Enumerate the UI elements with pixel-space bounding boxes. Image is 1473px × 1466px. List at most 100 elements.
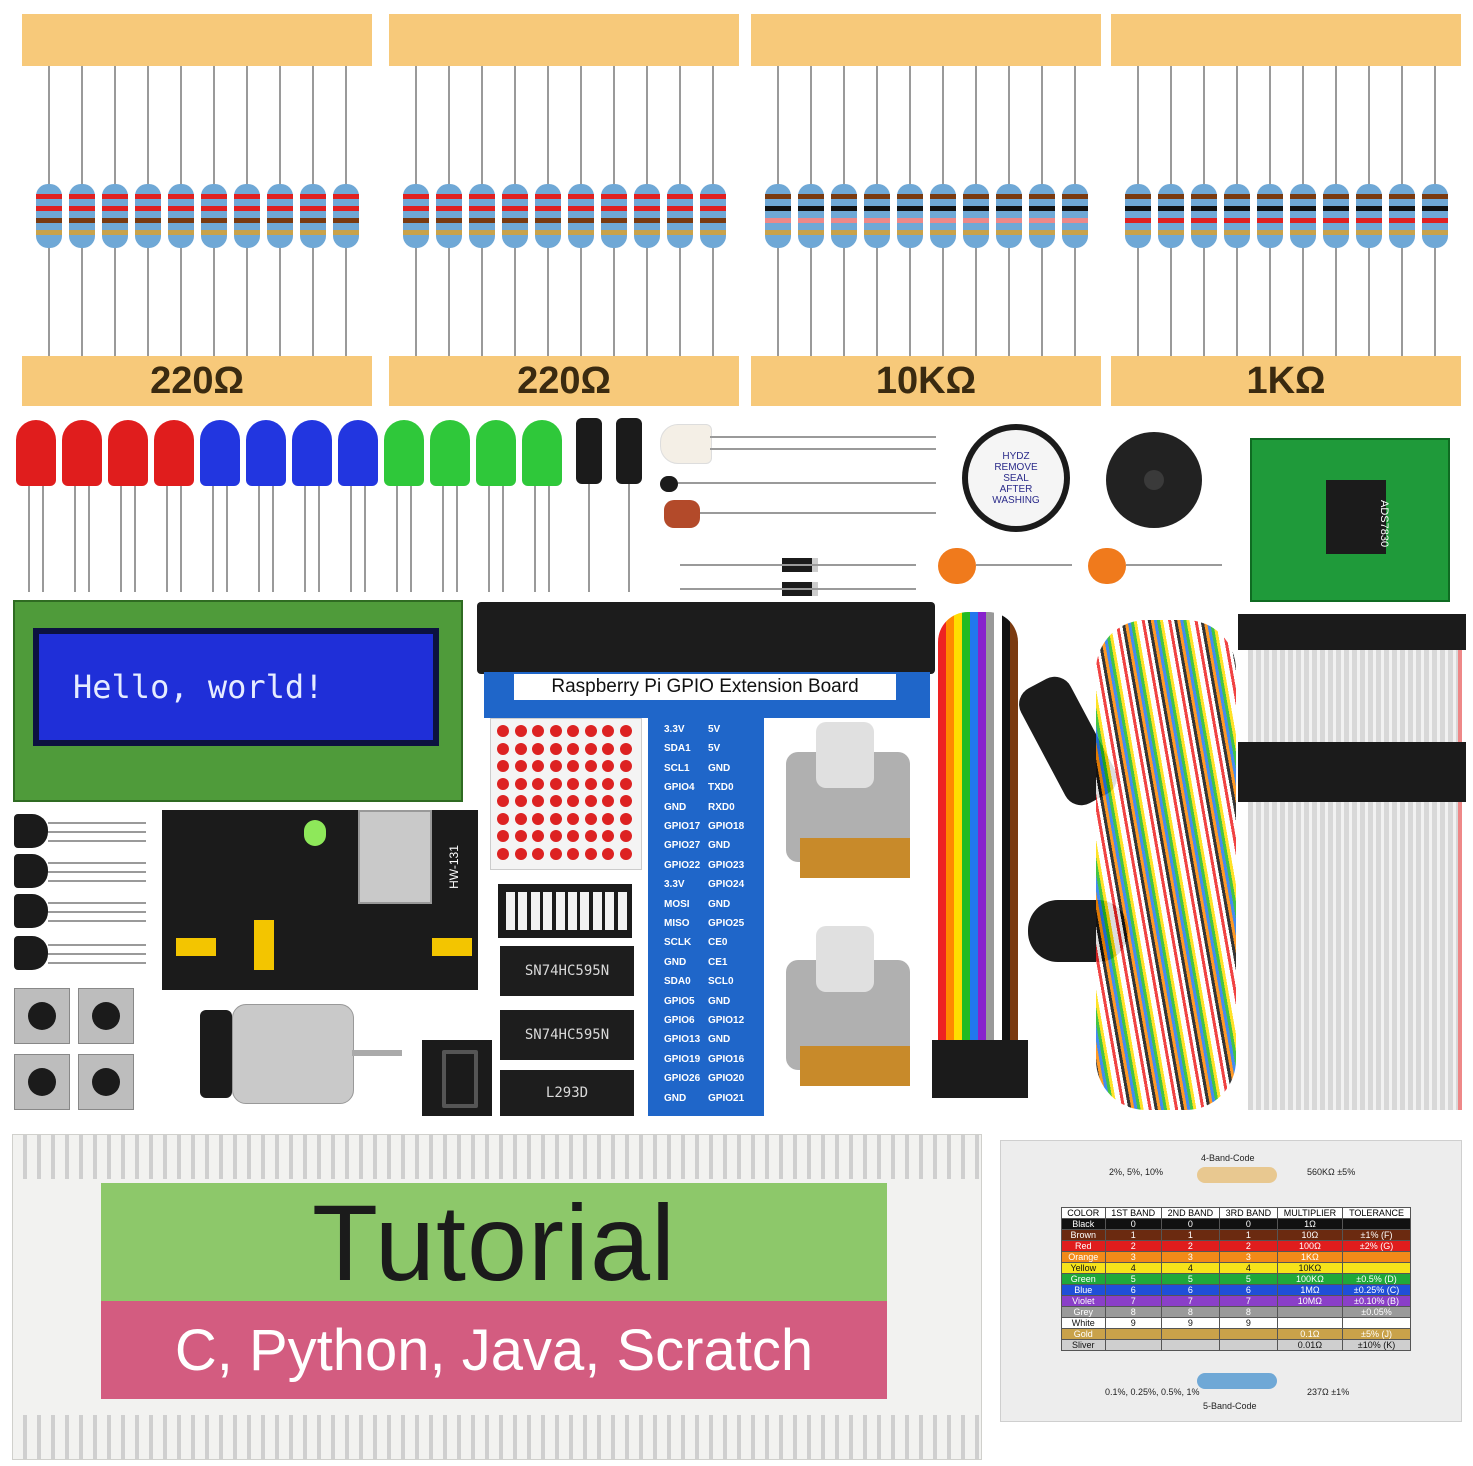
buzzer-seal-text: HYDZ REMOVE SEAL AFTER WASHING xyxy=(992,450,1040,506)
resistor-band xyxy=(535,206,561,211)
resistor-band xyxy=(897,230,923,235)
power-module-label: HW-131 xyxy=(446,845,461,889)
resistor-band xyxy=(102,230,128,235)
table-cell: ±0.5% (D) xyxy=(1342,1273,1411,1285)
matrix-dot xyxy=(619,760,632,772)
resistor-band xyxy=(897,218,923,223)
resistor-band xyxy=(1356,206,1382,211)
gpio-pin-label: CE0 xyxy=(708,937,728,949)
matrix-dot xyxy=(514,812,527,825)
matrix-dot xyxy=(602,760,614,772)
resistor-band xyxy=(1356,194,1382,199)
resistor-band xyxy=(930,206,956,211)
seven-segment-display xyxy=(422,1040,492,1116)
led xyxy=(384,420,424,486)
resistor xyxy=(436,184,462,248)
breadboard: Tutorial C, Python, Java, Scratch xyxy=(12,1134,982,1460)
matrix-dot xyxy=(567,760,579,772)
matrix-dot xyxy=(619,812,632,825)
table-cell: 0 xyxy=(1160,1218,1220,1230)
transistor-lead xyxy=(48,962,146,964)
table-cell xyxy=(1104,1328,1162,1340)
bar-segment xyxy=(518,892,528,930)
resistor xyxy=(568,184,594,248)
resistor xyxy=(1125,184,1151,248)
resistor-band xyxy=(436,206,462,211)
resistor-band xyxy=(168,230,194,235)
gpio-board-stem xyxy=(648,716,764,1116)
table-cell: 5 xyxy=(1160,1273,1220,1285)
resistor-band xyxy=(1290,206,1316,211)
resistor-band xyxy=(1125,206,1151,211)
resistor-band xyxy=(831,206,857,211)
resistor-group-4: 1KΩ xyxy=(1111,14,1461,406)
thermistor xyxy=(660,476,678,492)
matrix-dot xyxy=(549,777,562,790)
resistor xyxy=(403,184,429,248)
resistor-band xyxy=(403,218,429,223)
transistor-lead xyxy=(48,831,146,833)
resistor-band xyxy=(403,230,429,235)
table-cell: 1MΩ xyxy=(1276,1284,1344,1296)
button-cap xyxy=(92,1002,120,1030)
resistor-band xyxy=(234,194,260,199)
resistor-band xyxy=(535,194,561,199)
resistor-band xyxy=(601,194,627,199)
matrix-dot xyxy=(584,830,597,842)
resistor-band xyxy=(1323,230,1349,235)
photoresistor xyxy=(664,500,700,528)
tutorial-title-band: Tutorial xyxy=(101,1182,887,1303)
table-cell: Violet xyxy=(1061,1295,1106,1307)
gpio-pin-label: GPIO23 xyxy=(708,859,745,871)
resistor-band xyxy=(700,206,726,211)
led-leg xyxy=(88,486,90,592)
resistor-band xyxy=(798,218,824,223)
resistor-band xyxy=(601,230,627,235)
ceramic-capacitor xyxy=(938,548,976,584)
matrix-dot xyxy=(619,777,632,790)
resistor-band xyxy=(1257,206,1283,211)
table-cell: 10Ω xyxy=(1276,1229,1344,1241)
resistor-band xyxy=(168,218,194,223)
gpio-pin-label: GND xyxy=(664,956,687,968)
matrix-dot xyxy=(619,795,632,807)
push-button xyxy=(78,1054,134,1110)
resistor-band xyxy=(831,194,857,199)
led-leg xyxy=(74,486,76,592)
resistor-band xyxy=(469,194,495,199)
resistor xyxy=(102,184,128,248)
resistor xyxy=(700,184,726,248)
gpio-pin-label: MOSI xyxy=(664,898,690,910)
ic-chip: L293D xyxy=(500,1070,634,1116)
matrix-dot xyxy=(584,795,597,807)
adc-chip xyxy=(1326,480,1386,554)
resistor-band xyxy=(1158,194,1184,199)
led xyxy=(292,420,332,486)
resistor-band xyxy=(963,206,989,211)
button-cap xyxy=(92,1068,120,1096)
led-leg xyxy=(212,486,214,592)
led xyxy=(430,420,470,486)
matrix-dot xyxy=(567,795,579,807)
resistor xyxy=(1224,184,1250,248)
table-cell: 2 xyxy=(1160,1240,1220,1252)
led-leg xyxy=(272,486,274,592)
led-leg xyxy=(180,486,182,592)
matrix-dot xyxy=(497,847,509,860)
transistor xyxy=(14,854,48,888)
resistor-band xyxy=(765,218,791,223)
resistor-band xyxy=(333,206,359,211)
resistor xyxy=(831,184,857,248)
gpio-pin-label: MISO xyxy=(664,918,690,929)
gpio-pin-label: GND xyxy=(708,898,731,910)
resistor xyxy=(1029,184,1055,248)
transistor-lead xyxy=(48,871,146,873)
matrix-dot xyxy=(549,830,562,842)
led-leg xyxy=(120,486,122,592)
matrix-dot xyxy=(549,847,562,860)
table-cell: ±0.05% xyxy=(1342,1306,1411,1318)
transistor-lead xyxy=(48,840,146,842)
resistor-label: 220Ω xyxy=(150,359,244,402)
gpio-ribbon-cable xyxy=(1248,640,1462,1110)
